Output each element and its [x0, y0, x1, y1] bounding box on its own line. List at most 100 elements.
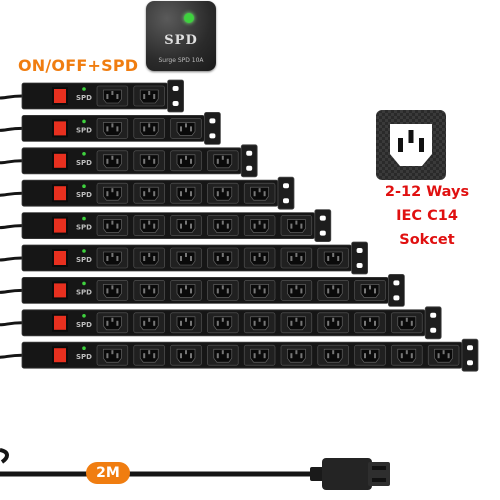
- outlet-pin: [190, 223, 192, 229]
- outlet-pin: [216, 288, 219, 294]
- iec-outlet-icon: [213, 284, 233, 298]
- iec-outlet-icon: [397, 348, 417, 363]
- mounting-bracket: [387, 273, 405, 307]
- outlet-pin: [216, 191, 219, 197]
- iec-outlet-icon: [213, 186, 233, 201]
- outlet-pin: [106, 223, 109, 229]
- outlet-pin: [290, 223, 293, 229]
- spd-module-sublabel: Surge SPD 10A: [158, 57, 204, 64]
- outlet-pin: [447, 353, 450, 359]
- outlet-pin: [226, 191, 229, 197]
- bracket-hole-icon: [283, 198, 289, 204]
- iec-outlet-icon: [103, 251, 122, 266]
- iec-outlet-icon: [103, 186, 122, 201]
- bracket-hole-icon: [430, 327, 437, 333]
- iec-outlet-icon: [287, 251, 306, 266]
- outlet-pin: [300, 223, 303, 229]
- cable-length-badge: 2M: [86, 462, 130, 484]
- iec-outlet-icon: [250, 316, 269, 331]
- iec-outlet-icon: [176, 316, 196, 331]
- outlet-pin: [253, 288, 256, 294]
- outlet-pin: [153, 288, 156, 294]
- outlet-pin: [185, 253, 187, 257]
- outlet-pin: [111, 91, 114, 95]
- outlet-pin: [180, 191, 182, 197]
- bracket-hole-icon: [393, 295, 400, 301]
- outlet-pin: [374, 320, 376, 326]
- power-cable: [0, 448, 390, 490]
- outlet-pin: [253, 320, 256, 326]
- led-indicator-icon: [82, 184, 86, 188]
- outlet-pin: [253, 223, 256, 229]
- mounting-bracket: [203, 112, 221, 145]
- outlet-pin: [405, 350, 408, 355]
- outlet-pin: [216, 320, 219, 326]
- outlet-pin: [221, 285, 224, 290]
- power-switch-icon: [54, 153, 66, 168]
- outlet-pin: [148, 91, 151, 95]
- outlet-pin: [295, 253, 298, 257]
- outlet-pin: [143, 223, 146, 229]
- outlet-pin: [364, 320, 366, 326]
- outlet-pin: [364, 288, 366, 294]
- outlet-pin: [221, 350, 224, 355]
- iec-outlet-icon: [323, 284, 343, 298]
- indicator-led-icon: [184, 13, 194, 23]
- outlet-pin: [111, 285, 114, 290]
- led-indicator-icon: [82, 216, 86, 221]
- outlet-pin: [253, 256, 256, 261]
- iec-outlet-icon: [176, 348, 196, 363]
- outlet-pin: [190, 288, 192, 294]
- bracket-hole-icon: [209, 118, 216, 124]
- outlet-pin: [258, 285, 261, 290]
- outlet-pin: [221, 188, 224, 193]
- outlet-pin: [143, 353, 146, 359]
- input-cable: [0, 321, 23, 327]
- iec-outlet-icon: [103, 284, 122, 298]
- outlet-pin: [148, 188, 151, 193]
- outlet-pin: [400, 353, 403, 359]
- outlet-pin: [300, 288, 303, 294]
- outlet-pin: [153, 223, 156, 229]
- outlet-pin: [337, 320, 340, 326]
- outlet-pin: [116, 126, 119, 132]
- bracket-hole-icon: [356, 263, 363, 268]
- outlet-pin: [143, 158, 146, 164]
- outlet-pin: [295, 317, 298, 322]
- outlet-pin: [116, 256, 119, 261]
- iec-outlet-icon: [360, 284, 380, 298]
- iec-outlet-icon: [176, 122, 196, 136]
- iec-outlet-icon: [287, 284, 306, 298]
- outlet-pin: [106, 94, 109, 99]
- power-switch-icon: [54, 315, 66, 330]
- outlet-pin: [290, 256, 293, 261]
- outlet-pin: [437, 353, 440, 359]
- power-switch-icon: [54, 186, 66, 201]
- led-indicator-icon: [82, 346, 86, 351]
- input-cable: [0, 353, 23, 359]
- outlet-pin: [226, 223, 229, 229]
- outlet-pin: [180, 256, 182, 261]
- bracket-hole-icon: [209, 133, 216, 139]
- iec-outlet-icon: [103, 154, 122, 169]
- outlet-pin: [143, 288, 146, 294]
- outlet-pin: [180, 223, 182, 229]
- outlet-pin: [143, 94, 146, 99]
- outlet-pin: [185, 123, 187, 128]
- input-cable: [0, 256, 23, 262]
- outlet-pin: [405, 317, 408, 322]
- input-cable: [0, 94, 23, 100]
- bracket-hole-icon: [467, 345, 473, 351]
- input-cable: [0, 159, 23, 165]
- iec-outlet-icon: [213, 316, 233, 331]
- outlet-pin: [185, 317, 187, 322]
- led-indicator-icon: [82, 152, 86, 156]
- outlet-pin: [374, 353, 376, 359]
- outlet-pin: [258, 253, 261, 257]
- outlet-pin: [185, 350, 187, 355]
- pdu-strip: SPD: [0, 306, 442, 340]
- power-switch-icon: [54, 283, 66, 298]
- iec-outlet-icon: [139, 284, 159, 298]
- outlet-pin: [111, 188, 114, 193]
